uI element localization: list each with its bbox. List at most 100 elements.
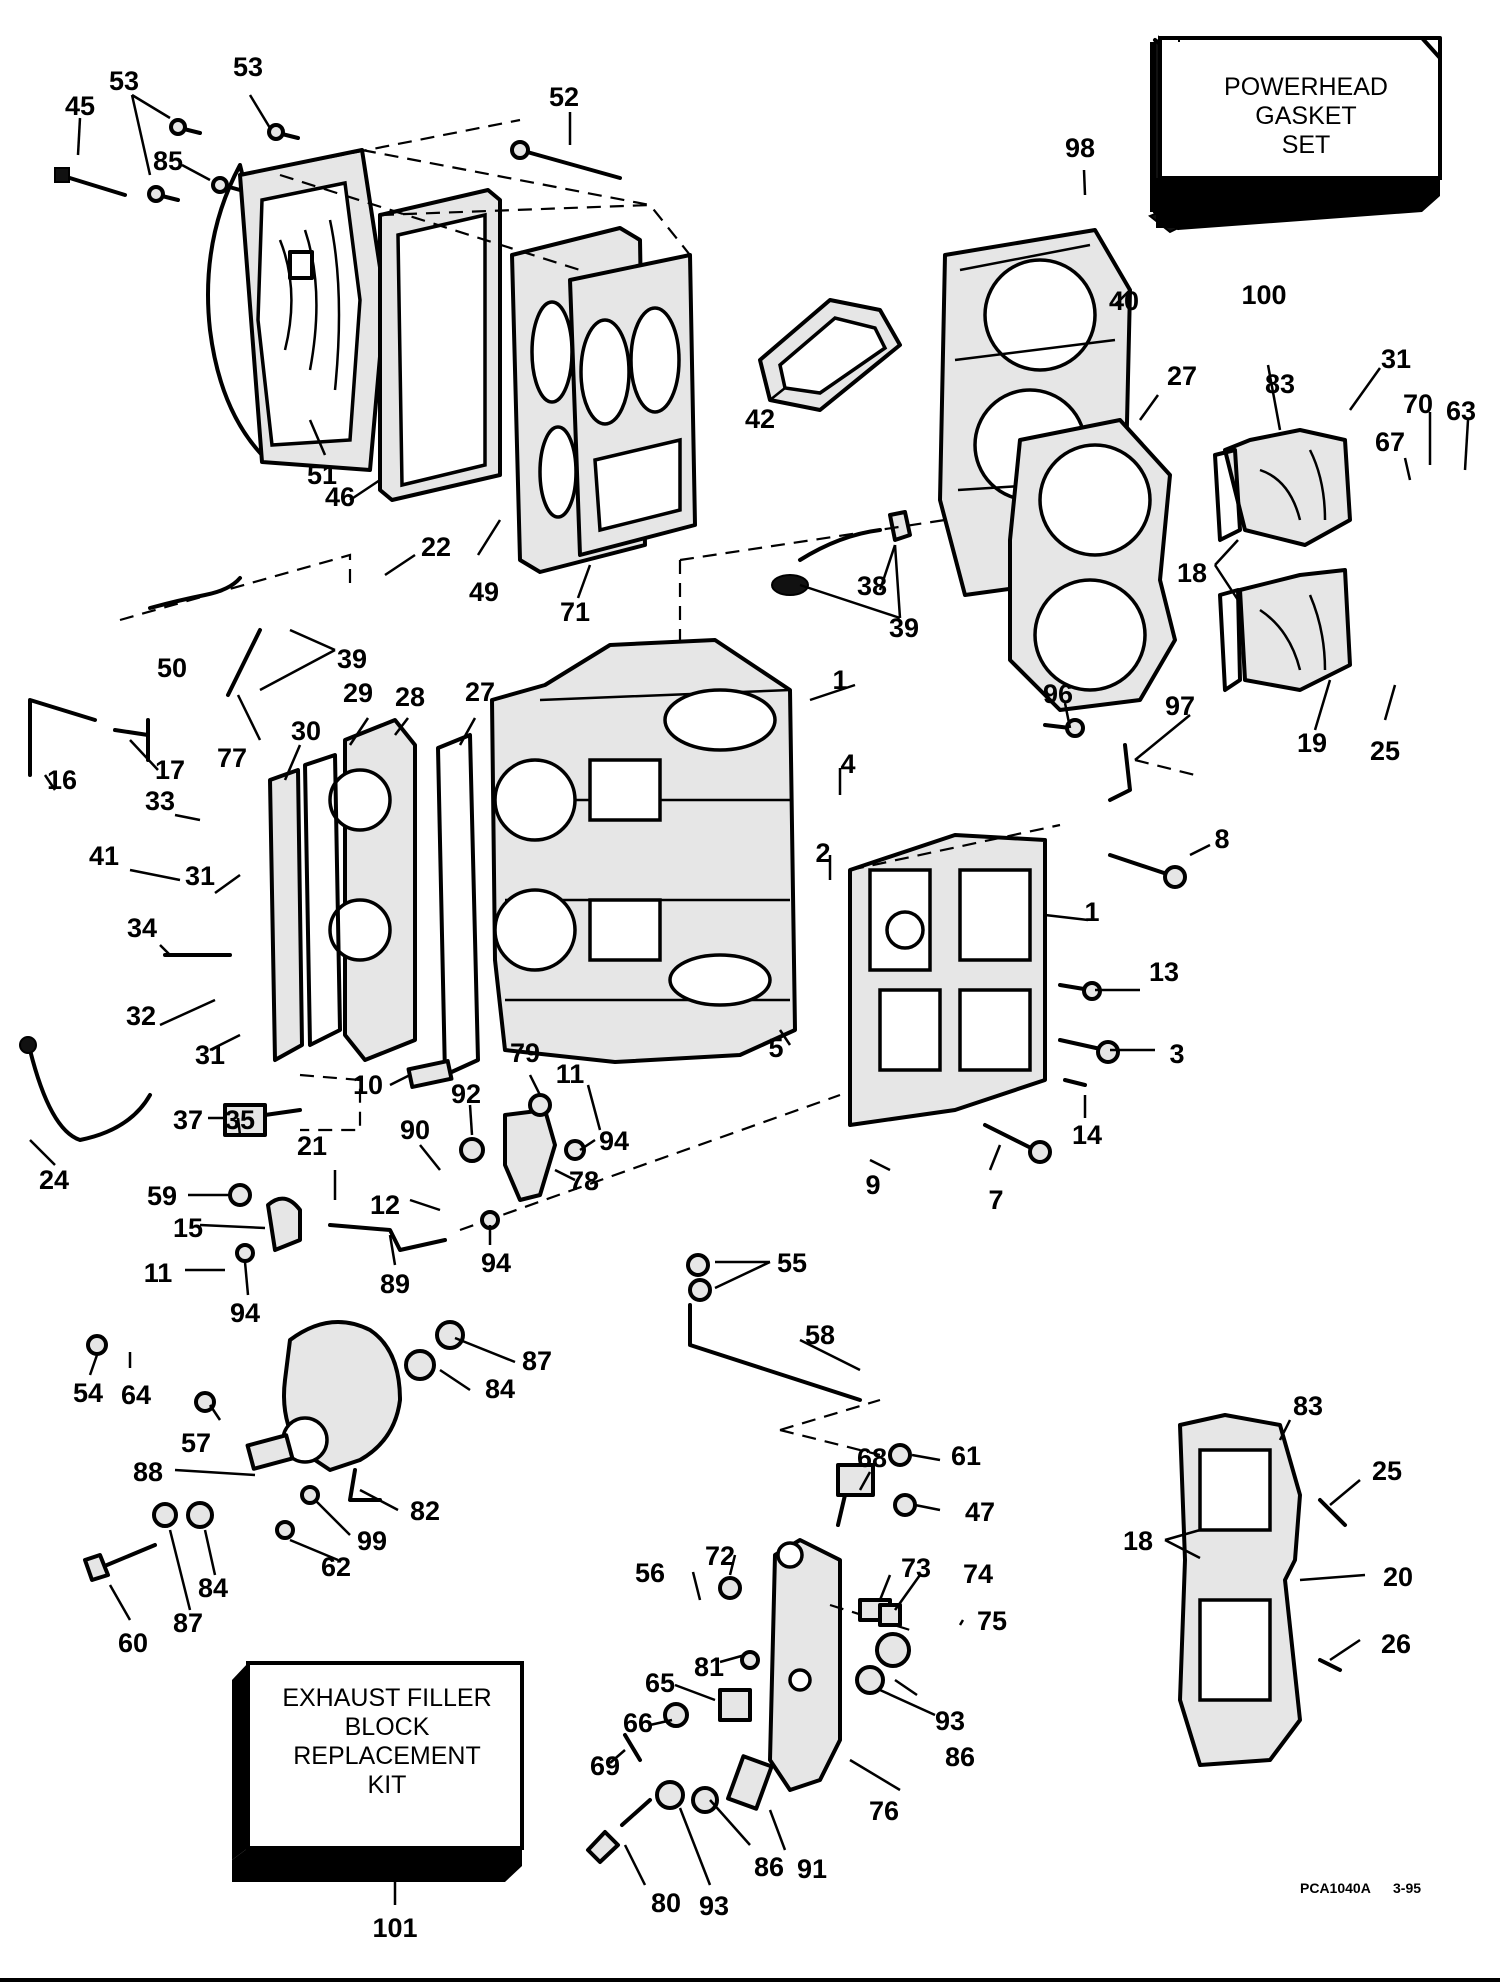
reed-block-lower-right xyxy=(1178,1413,1347,1767)
callout: 49 xyxy=(469,577,499,607)
callout: 31 xyxy=(195,1040,225,1070)
callout: 52 xyxy=(549,82,579,112)
callout: 40 xyxy=(1109,286,1139,316)
callout: 88 xyxy=(133,1457,163,1487)
rod-89 xyxy=(328,1223,447,1252)
elbow-77 xyxy=(226,628,262,697)
wire-24 xyxy=(19,1036,152,1142)
callout: 21 xyxy=(297,1131,327,1161)
callout: 17 xyxy=(155,755,185,785)
callout: 72 xyxy=(705,1541,735,1571)
elbow-38 xyxy=(771,510,912,596)
callout: 56 xyxy=(635,1558,665,1588)
callout: 55 xyxy=(777,1248,807,1278)
callout: 93 xyxy=(699,1891,729,1921)
callout: 96 xyxy=(1043,679,1073,709)
pin-16 xyxy=(28,698,97,777)
drawing-code: PCA1040A xyxy=(1300,1880,1371,1896)
callout: 11 xyxy=(556,1059,585,1089)
callout: 10 xyxy=(353,1070,383,1100)
callout: 31 xyxy=(1381,344,1411,374)
callout: 7 xyxy=(988,1185,1003,1215)
callout: 39 xyxy=(337,644,367,674)
callout-labels: 53 53 45 52 85 51 46 49 71 42 98 40 27 1… xyxy=(39,52,1476,1943)
callout: 84 xyxy=(485,1374,515,1404)
callout: 1 xyxy=(1084,897,1099,927)
callout: 35 xyxy=(225,1105,255,1135)
leader-lines xyxy=(29,93,1470,1905)
gasket-29 xyxy=(303,753,342,1047)
callout: 67 xyxy=(1375,427,1405,457)
callout: 86 xyxy=(945,1742,975,1772)
plate-30 xyxy=(268,768,304,1062)
gasket-42 xyxy=(758,298,902,412)
callout: 98 xyxy=(1065,133,1095,163)
callout: 9 xyxy=(865,1170,880,1200)
bolts-right xyxy=(983,718,1187,1164)
bolts-top-left xyxy=(54,118,622,203)
callout: 101 xyxy=(372,1913,417,1943)
callout: 26 xyxy=(1381,1629,1411,1659)
callout: 50 xyxy=(157,653,187,683)
callout: 25 xyxy=(1372,1456,1402,1486)
filler-kit-line2: BLOCK xyxy=(345,1713,430,1741)
callout: 15 xyxy=(173,1213,203,1243)
callout: 81 xyxy=(694,1652,724,1682)
powerhead-gasket-set-box xyxy=(1148,35,1442,234)
callout: 46 xyxy=(325,482,355,512)
callout: 74 xyxy=(963,1559,993,1589)
callout: 100 xyxy=(1241,280,1286,310)
callout: 38 xyxy=(857,571,887,601)
callout: 39 xyxy=(889,613,919,643)
crankcase-cover-1 xyxy=(848,833,1047,1127)
callout: 3 xyxy=(1169,1039,1184,1069)
callout: 27 xyxy=(465,677,495,707)
callout: 69 xyxy=(590,1751,620,1781)
callout: 78 xyxy=(569,1166,599,1196)
callout: 20 xyxy=(1383,1562,1413,1592)
callout: 62 xyxy=(321,1552,351,1582)
drawing-date: 3-95 xyxy=(1393,1880,1421,1896)
callout: 31 xyxy=(185,861,215,891)
callout: 66 xyxy=(623,1708,653,1738)
callout: 34 xyxy=(127,913,157,943)
callout: 1 xyxy=(832,665,847,695)
callout: 94 xyxy=(481,1248,511,1278)
callout: 16 xyxy=(47,765,77,795)
gasket-set-line2: GASKET xyxy=(1255,102,1356,130)
callout: 45 xyxy=(65,91,95,121)
exhaust-filler-kit-box xyxy=(232,1661,524,1882)
callout: 91 xyxy=(797,1854,827,1884)
reed-valve-upper xyxy=(1213,428,1352,547)
callout: 63 xyxy=(1446,396,1476,426)
throttle-cam-82 xyxy=(281,1320,402,1502)
bracket-15 xyxy=(266,1196,302,1252)
callout: 8 xyxy=(1214,824,1229,854)
callout: 90 xyxy=(400,1115,430,1145)
hose-10 xyxy=(406,1059,454,1089)
callout: 27 xyxy=(1167,361,1197,391)
bracket-78 xyxy=(503,1108,557,1202)
gasket-27-left xyxy=(436,733,480,1077)
callout: 59 xyxy=(147,1181,177,1211)
callout: 87 xyxy=(522,1346,552,1376)
cylinder-gasket-27 xyxy=(1008,418,1177,712)
callout: 93 xyxy=(935,1706,965,1736)
callout: 75 xyxy=(977,1606,1007,1636)
callout: 14 xyxy=(1072,1120,1102,1150)
callout: 4 xyxy=(840,749,855,779)
callout: 94 xyxy=(599,1126,629,1156)
callout: 86 xyxy=(754,1852,784,1882)
powerhead-gasket-set-text: POWERHEAD GASKET SET xyxy=(1224,73,1388,159)
callout: 70 xyxy=(1403,389,1433,419)
callout: 87 xyxy=(173,1608,203,1638)
callout: 24 xyxy=(39,1165,69,1195)
filler-kit-line4: KIT xyxy=(368,1771,407,1799)
callout: 80 xyxy=(651,1888,681,1918)
callout: 25 xyxy=(1370,736,1400,766)
callout: 99 xyxy=(357,1526,387,1556)
exhaust-cover-assembly xyxy=(206,118,697,574)
callout: 84 xyxy=(198,1573,228,1603)
fitting-17 xyxy=(113,718,150,762)
gasket-set-line1: POWERHEAD xyxy=(1224,73,1388,101)
